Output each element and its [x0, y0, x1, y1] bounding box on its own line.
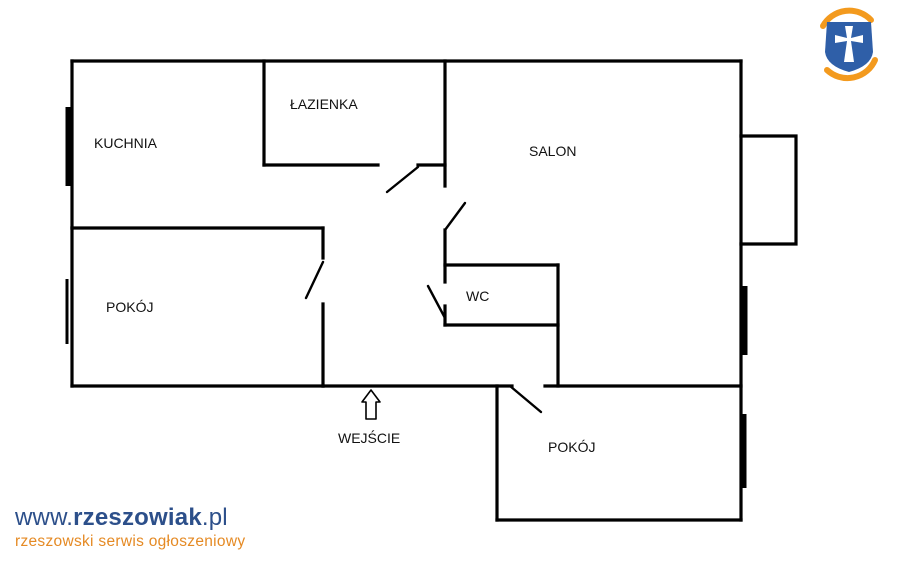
balcony-outline: [739, 134, 798, 246]
brand-name: rzeszowiak: [73, 504, 202, 531]
entrance-arrow-icon: [361, 389, 381, 420]
rzeszowiak-cross-logo-icon: [820, 7, 878, 82]
walls: [70, 59, 798, 522]
door-room-bottom: [508, 384, 543, 414]
brand-block: www.rzeszowiak.pl rzeszowski serwis ogło…: [15, 506, 245, 550]
label-salon: SALON: [529, 143, 576, 159]
label-room-bottom: POKÓJ: [548, 439, 595, 455]
label-bathroom: ŁAZIENKA: [290, 96, 358, 112]
door-wc: [426, 284, 447, 320]
brand-tld: .pl: [201, 504, 228, 531]
label-entrance: WEJŚCIE: [338, 429, 400, 446]
windows: [65, 107, 748, 488]
door-bathroom: [385, 165, 420, 194]
brand-url[interactable]: www.rzeszowiak.pl: [15, 506, 245, 530]
door-salon: [443, 201, 467, 232]
label-room-left: POKÓJ: [106, 299, 153, 315]
label-wc: WC: [466, 288, 489, 304]
label-kitchen: KUCHNIA: [94, 135, 158, 151]
brand-tagline: rzeszowski serwis ogłoszeniowy: [15, 533, 246, 550]
door-room-left: [304, 260, 325, 300]
brand-www: www.: [15, 504, 74, 531]
doors: [304, 165, 543, 414]
